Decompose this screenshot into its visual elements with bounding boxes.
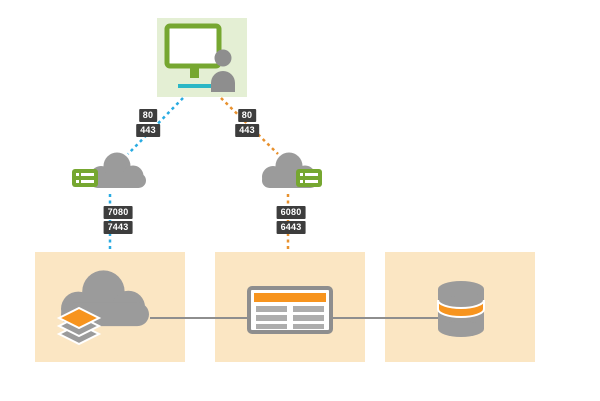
port-label-https: 443 <box>235 124 259 137</box>
port-label-https: 6443 <box>276 221 306 234</box>
monitor-icon <box>164 23 222 88</box>
client-icon-group <box>164 23 235 92</box>
gis-server-panel <box>215 252 365 362</box>
port-label-http: 80 <box>138 109 158 122</box>
client-workstation <box>157 18 247 97</box>
data-store-panel <box>385 252 535 362</box>
layers-icon <box>56 306 102 346</box>
portal-panel <box>35 252 185 362</box>
user-icon <box>211 49 235 92</box>
database-icon <box>437 281 485 337</box>
ports-server: 6080 6443 <box>276 206 306 234</box>
gis-server-icon <box>247 286 333 334</box>
left-web-adaptor-icon <box>72 169 98 187</box>
port-label-http: 7080 <box>103 206 133 219</box>
ports-portal: 7080 7443 <box>103 206 133 234</box>
port-label-http: 6080 <box>276 206 306 219</box>
port-label-https: 443 <box>136 124 160 137</box>
port-label-http: 80 <box>237 109 257 122</box>
right-web-adaptor-icon <box>296 169 322 187</box>
port-label-https: 7443 <box>103 221 133 234</box>
ports-web-right: 80 443 <box>235 109 259 137</box>
ports-web-left: 80 443 <box>136 109 160 137</box>
